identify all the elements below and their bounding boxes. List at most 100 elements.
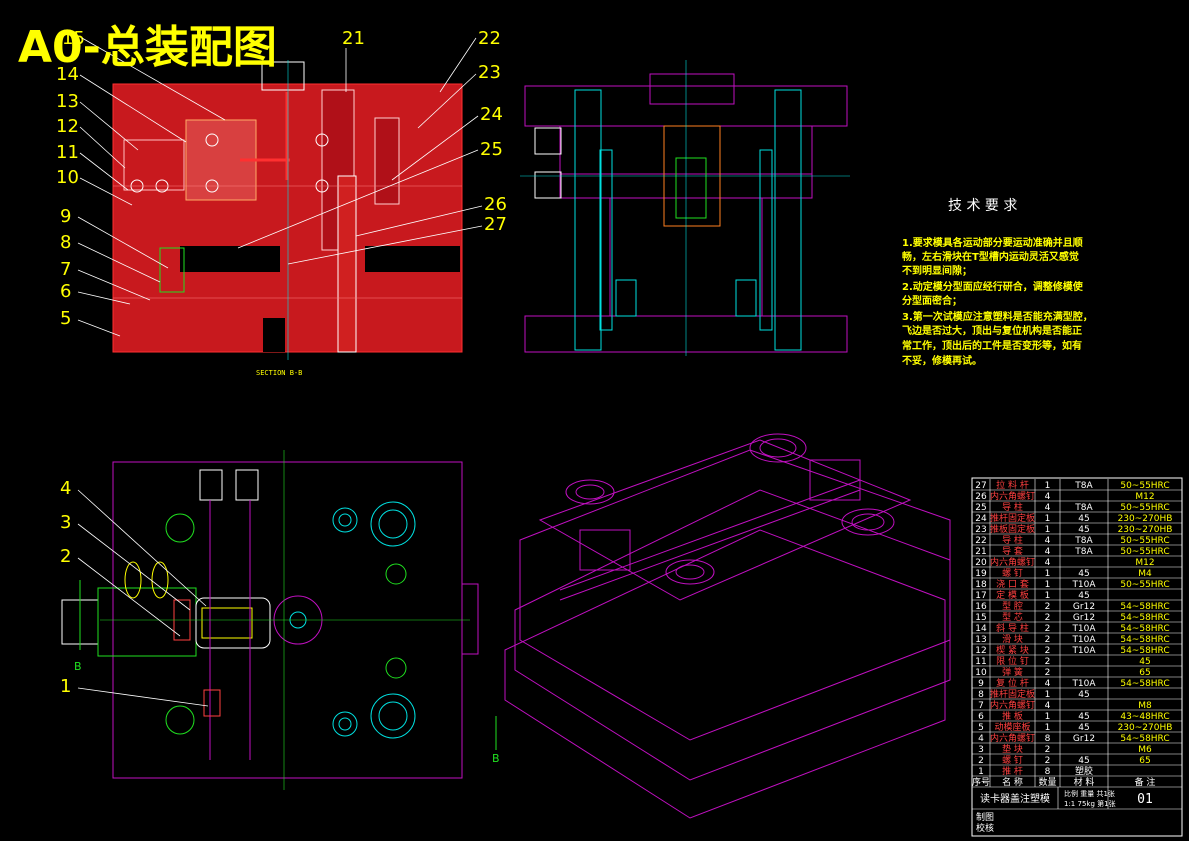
bom-cell: 型 芯 <box>1002 611 1023 623</box>
bom-cell: 型 腔 <box>1002 600 1023 612</box>
isometric-view <box>504 433 951 819</box>
bom-cell: 7 <box>978 701 984 711</box>
tech-heading: 技 术 要 求 <box>948 198 1017 214</box>
callout-6: 6 <box>60 281 71 302</box>
bom-cell: 65 <box>1139 756 1150 766</box>
bom-cell: 2 <box>1045 657 1051 667</box>
bom-cell: T10A <box>1071 679 1096 689</box>
section-marker-left: B <box>74 660 82 673</box>
bom-cell: 54~58HRC <box>1120 624 1169 634</box>
bom-header-cell: 序号 <box>972 776 990 788</box>
bom-cell: 54~58HRC <box>1120 602 1169 612</box>
bom-cell: 1 <box>1045 481 1051 491</box>
plan-view <box>61 450 497 790</box>
bom-cell: M6 <box>1138 745 1152 755</box>
bom-header-cell: 名 称 <box>1002 776 1023 788</box>
callout-13: 13 <box>56 91 79 112</box>
bom-cell: 1 <box>1045 723 1051 733</box>
bom-cell: 2 <box>1045 646 1051 656</box>
bom-cell: Gr12 <box>1073 602 1095 612</box>
bom-cell: 内六角螺钉 <box>990 556 1035 568</box>
bom-cell: 1 <box>978 767 984 777</box>
bom-cell: 4 <box>1045 547 1051 557</box>
bom-cell: 45 <box>1078 525 1089 535</box>
scale-label: 比例 重量 共1张 <box>1064 789 1115 798</box>
bom-cell: 54~58HRC <box>1120 613 1169 623</box>
bom-cell: 45 <box>1078 756 1089 766</box>
bom-cell: 1 <box>1045 569 1051 579</box>
bom-cell: 2 <box>1045 602 1051 612</box>
tech-line: 畅，左右滑块在T型槽内运动灵活又感觉 <box>902 250 1079 263</box>
bom-cell: 10 <box>975 668 987 678</box>
section-callouts-left: 15 14 13 12 11 10 9 8 7 6 5 21 22 23 24 … <box>56 28 507 329</box>
bom-cell: 垫 块 <box>1002 743 1023 755</box>
bom-cell: M8 <box>1138 701 1152 711</box>
bom-cell: T8A <box>1074 536 1093 546</box>
callout-24: 24 <box>480 104 503 125</box>
callout-27: 27 <box>484 214 507 235</box>
bom-cell: 26 <box>975 492 987 502</box>
bom-cell: 塑胶 <box>1075 765 1093 777</box>
plan-leader-lines <box>77 489 209 707</box>
tech-requirements: 技 术 要 求 1.要求模具各运动部分要运动准确并且顺 畅，左右滑块在T型槽内运… <box>902 198 1093 367</box>
bom-cell: 50~55HRC <box>1120 547 1169 557</box>
bom-cell: 50~55HRC <box>1120 580 1169 590</box>
bom-cell: T10A <box>1071 635 1096 645</box>
bom-cell: 内六角螺钉 <box>990 699 1035 711</box>
bom-cell: 9 <box>978 679 984 689</box>
bom-cell: 230~270HB <box>1118 525 1173 535</box>
tech-line: 常工作，顶出后的工件是否变形等，如有 <box>902 339 1082 352</box>
bom-cell: 54~58HRC <box>1120 679 1169 689</box>
bom-cell: 2 <box>1045 635 1051 645</box>
bom-cell: 54~58HRC <box>1120 635 1169 645</box>
bom-cell: 22 <box>975 536 986 546</box>
bom-cell: 动模座板 <box>994 721 1030 733</box>
drawing-number: 01 <box>1137 792 1153 807</box>
section-marker-right: B <box>492 752 500 765</box>
bom-cell: 限 位 钉 <box>996 655 1029 667</box>
drawing-name: 读卡器盖注塑模 <box>980 792 1050 805</box>
tech-line: 3.第一次试模应注意塑料是否能充满型腔， <box>902 310 1093 323</box>
bom-cell: 1 <box>1045 525 1051 535</box>
bom-cell: T10A <box>1071 580 1096 590</box>
bom-cell: 推杆固定板 <box>990 512 1035 524</box>
tech-line: 分型面密合； <box>902 294 962 307</box>
callout-10: 10 <box>56 167 79 188</box>
bom-cell: Gr12 <box>1073 613 1095 623</box>
tech-line: 飞边是否过大，顶出与复位机构是否能正 <box>902 324 1082 337</box>
bom-cell: 25 <box>975 503 986 513</box>
bom-cell: T8A <box>1074 481 1093 491</box>
bom-cell: 1 <box>1045 514 1051 524</box>
bom-cell: 内六角螺钉 <box>990 490 1035 502</box>
bom-cell: T8A <box>1074 547 1093 557</box>
checker-label: 校核 <box>976 822 994 834</box>
leader-lines <box>77 37 483 337</box>
bom-cell: 4 <box>978 734 984 744</box>
bom-cell: 50~55HRC <box>1120 481 1169 491</box>
bom-cell: M4 <box>1138 569 1152 579</box>
callout-22: 22 <box>478 28 501 49</box>
callout-7: 7 <box>60 259 71 280</box>
bom-cell: 楔 紧 块 <box>996 644 1029 656</box>
section-view: SECTION B-B <box>112 60 463 377</box>
callout-2: 2 <box>60 546 71 567</box>
bom-cell: 弹 簧 <box>1002 666 1023 678</box>
bom-cell: T8A <box>1074 503 1093 513</box>
bom-cell: 推板固定板 <box>990 523 1035 535</box>
bom-cell: T10A <box>1071 624 1096 634</box>
bom-cell: 27 <box>975 481 986 491</box>
bom-cell: 45 <box>1078 712 1089 722</box>
bom-cell: 14 <box>975 624 987 634</box>
bom-cell: 43~48HRC <box>1120 712 1169 722</box>
bom-cell: 15 <box>975 613 986 623</box>
callout-4: 4 <box>60 478 71 499</box>
bom-cell: 螺 钉 <box>1002 755 1023 766</box>
side-view <box>520 60 850 356</box>
bom-cell: 2 <box>1045 668 1051 678</box>
bom-header-cell: 数量 <box>1038 776 1056 788</box>
bom-cell: 5 <box>978 723 984 733</box>
bom-cell: 滑 块 <box>1002 633 1023 645</box>
bom-cell: Gr12 <box>1073 734 1095 744</box>
bom-cell: 230~270HB <box>1118 723 1173 733</box>
